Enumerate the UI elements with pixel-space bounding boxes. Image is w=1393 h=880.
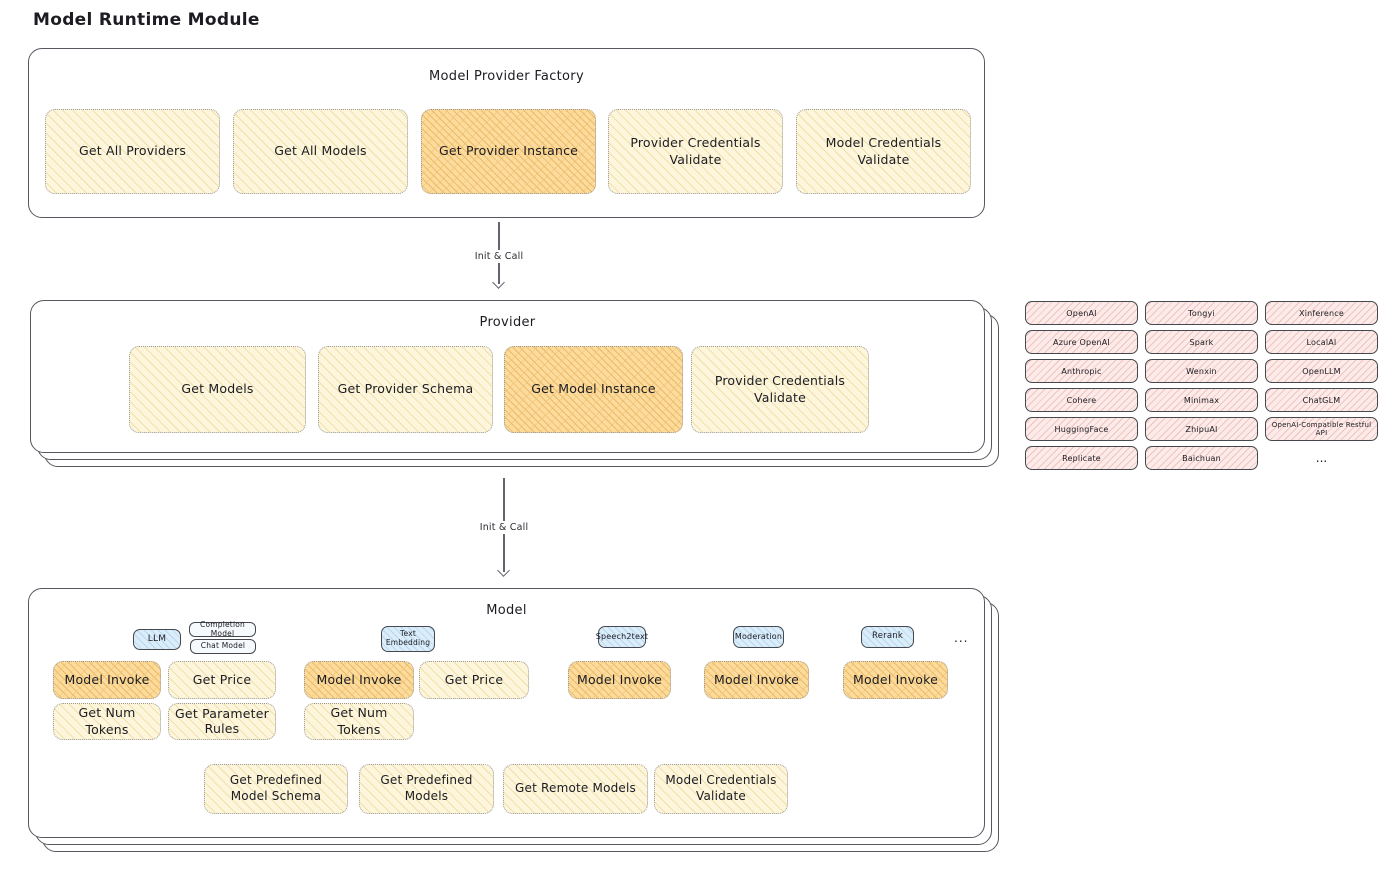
provider-button-get-model-instance[interactable]: Get Model Instance bbox=[504, 346, 683, 433]
node-label: Get All Providers bbox=[78, 143, 187, 159]
model-box-title: Model bbox=[486, 603, 527, 618]
embedding-model-invoke-button[interactable]: Model Invoke bbox=[304, 661, 414, 699]
node-label: Provider Credentials Validate bbox=[630, 135, 761, 167]
factory-button-get-provider-instance[interactable]: Get Provider Instance bbox=[421, 109, 596, 194]
provider-button-get-provider-schema[interactable]: Get Provider Schema bbox=[318, 346, 493, 433]
factory-box-title: Model Provider Factory bbox=[429, 69, 584, 84]
arrow-head-icon bbox=[492, 276, 505, 289]
tab-rerank[interactable]: Rerank bbox=[861, 626, 914, 648]
provider-chip-replicate[interactable]: Replicate bbox=[1025, 446, 1138, 470]
tab-text-embedding[interactable]: Text Embedding bbox=[381, 626, 435, 652]
arrow-label: Init & Call bbox=[470, 250, 528, 263]
node-label: Get Provider Instance bbox=[438, 143, 579, 159]
node-label: Get Provider Schema bbox=[337, 381, 474, 397]
provider-chip-minimax[interactable]: Minimax bbox=[1145, 388, 1258, 412]
speech2text-model-invoke-button[interactable]: Model Invoke bbox=[568, 661, 671, 699]
tab-llm[interactable]: LLM bbox=[133, 629, 181, 650]
provider-list-more: ... bbox=[1315, 451, 1328, 465]
factory-button-get-all-models[interactable]: Get All Models bbox=[233, 109, 408, 194]
model-credentials-validate-button[interactable]: Model Credentials Validate bbox=[654, 764, 788, 814]
llm-get-parameter-rules-button[interactable]: Get Parameter Rules bbox=[168, 703, 276, 740]
tabs-more: ... bbox=[954, 631, 969, 645]
provider-chip-xinference[interactable]: Xinference bbox=[1265, 301, 1378, 325]
moderation-model-invoke-button[interactable]: Model Invoke bbox=[704, 661, 809, 699]
node-label: Get Models bbox=[181, 381, 254, 397]
provider-chip-zhipuai[interactable]: ZhipuAI bbox=[1145, 417, 1258, 441]
embedding-get-price-button[interactable]: Get Price bbox=[419, 661, 529, 699]
provider-chip-openllm[interactable]: OpenLLM bbox=[1265, 359, 1378, 383]
factory-button-model-credentials-validate[interactable]: Model Credentials Validate bbox=[796, 109, 971, 194]
arrow-head-icon bbox=[497, 564, 510, 577]
provider-button-provider-credentials-validate[interactable]: Provider Credentials Validate bbox=[691, 346, 869, 433]
node-label: Get All Models bbox=[274, 143, 367, 159]
provider-box: Provider Get Models Get Provider Schema … bbox=[30, 300, 985, 453]
llm-get-price-button[interactable]: Get Price bbox=[168, 661, 276, 699]
provider-chip-openai-compatible-restful-api[interactable]: OpenAI-Compatible Restful API bbox=[1265, 417, 1378, 441]
rerank-model-invoke-button[interactable]: Model Invoke bbox=[843, 661, 948, 699]
llm-model-invoke-button[interactable]: Model Invoke bbox=[53, 661, 161, 699]
tab-completion-model[interactable]: Completion Model bbox=[189, 620, 256, 637]
provider-box-title: Provider bbox=[479, 315, 536, 330]
tab-moderation[interactable]: Moderation bbox=[733, 626, 784, 648]
provider-chip-openai[interactable]: OpenAI bbox=[1025, 301, 1138, 325]
llm-get-num-tokens-button[interactable]: Get Num Tokens bbox=[53, 703, 161, 740]
node-label: Model Credentials Validate bbox=[825, 135, 942, 167]
provider-chip-huggingface[interactable]: HuggingFace bbox=[1025, 417, 1138, 441]
factory-box: Model Provider Factory Get All Providers… bbox=[28, 48, 985, 218]
factory-button-provider-credentials-validate[interactable]: Provider Credentials Validate bbox=[608, 109, 783, 194]
provider-chip-wenxin[interactable]: Wenxin bbox=[1145, 359, 1258, 383]
provider-chip-chatglm[interactable]: ChatGLM bbox=[1265, 388, 1378, 412]
provider-chip-anthropic[interactable]: Anthropic bbox=[1025, 359, 1138, 383]
model-get-remote-models-button[interactable]: Get Remote Models bbox=[503, 764, 648, 814]
tab-chat-model[interactable]: Chat Model bbox=[190, 639, 256, 654]
provider-chip-azure-openai[interactable]: Azure OpenAI bbox=[1025, 330, 1138, 354]
provider-chip-spark[interactable]: Spark bbox=[1145, 330, 1258, 354]
provider-chip-baichuan[interactable]: Baichuan bbox=[1145, 446, 1258, 470]
node-label: Provider Credentials Validate bbox=[714, 373, 846, 405]
embedding-get-num-tokens-button[interactable]: Get Num Tokens bbox=[304, 703, 414, 740]
provider-chip-cohere[interactable]: Cohere bbox=[1025, 388, 1138, 412]
provider-list-grid: OpenAI Azure OpenAI Anthropic Cohere Hug… bbox=[1025, 301, 1378, 470]
factory-button-get-all-providers[interactable]: Get All Providers bbox=[45, 109, 220, 194]
model-box: Model LLM Completion Model Chat Model Te… bbox=[28, 588, 985, 838]
tab-speech2text[interactable]: Speech2text bbox=[596, 626, 648, 648]
provider-button-get-models[interactable]: Get Models bbox=[129, 346, 306, 433]
model-get-predefined-model-schema-button[interactable]: Get Predefined Model Schema bbox=[204, 764, 348, 814]
arrow-label: Init & Call bbox=[475, 521, 533, 534]
page-title: Model Runtime Module bbox=[33, 10, 260, 30]
model-get-predefined-models-button[interactable]: Get Predefined Models bbox=[359, 764, 494, 814]
provider-chip-localai[interactable]: LocalAI bbox=[1265, 330, 1378, 354]
node-label: Get Model Instance bbox=[531, 381, 656, 397]
provider-chip-tongyi[interactable]: Tongyi bbox=[1145, 301, 1258, 325]
